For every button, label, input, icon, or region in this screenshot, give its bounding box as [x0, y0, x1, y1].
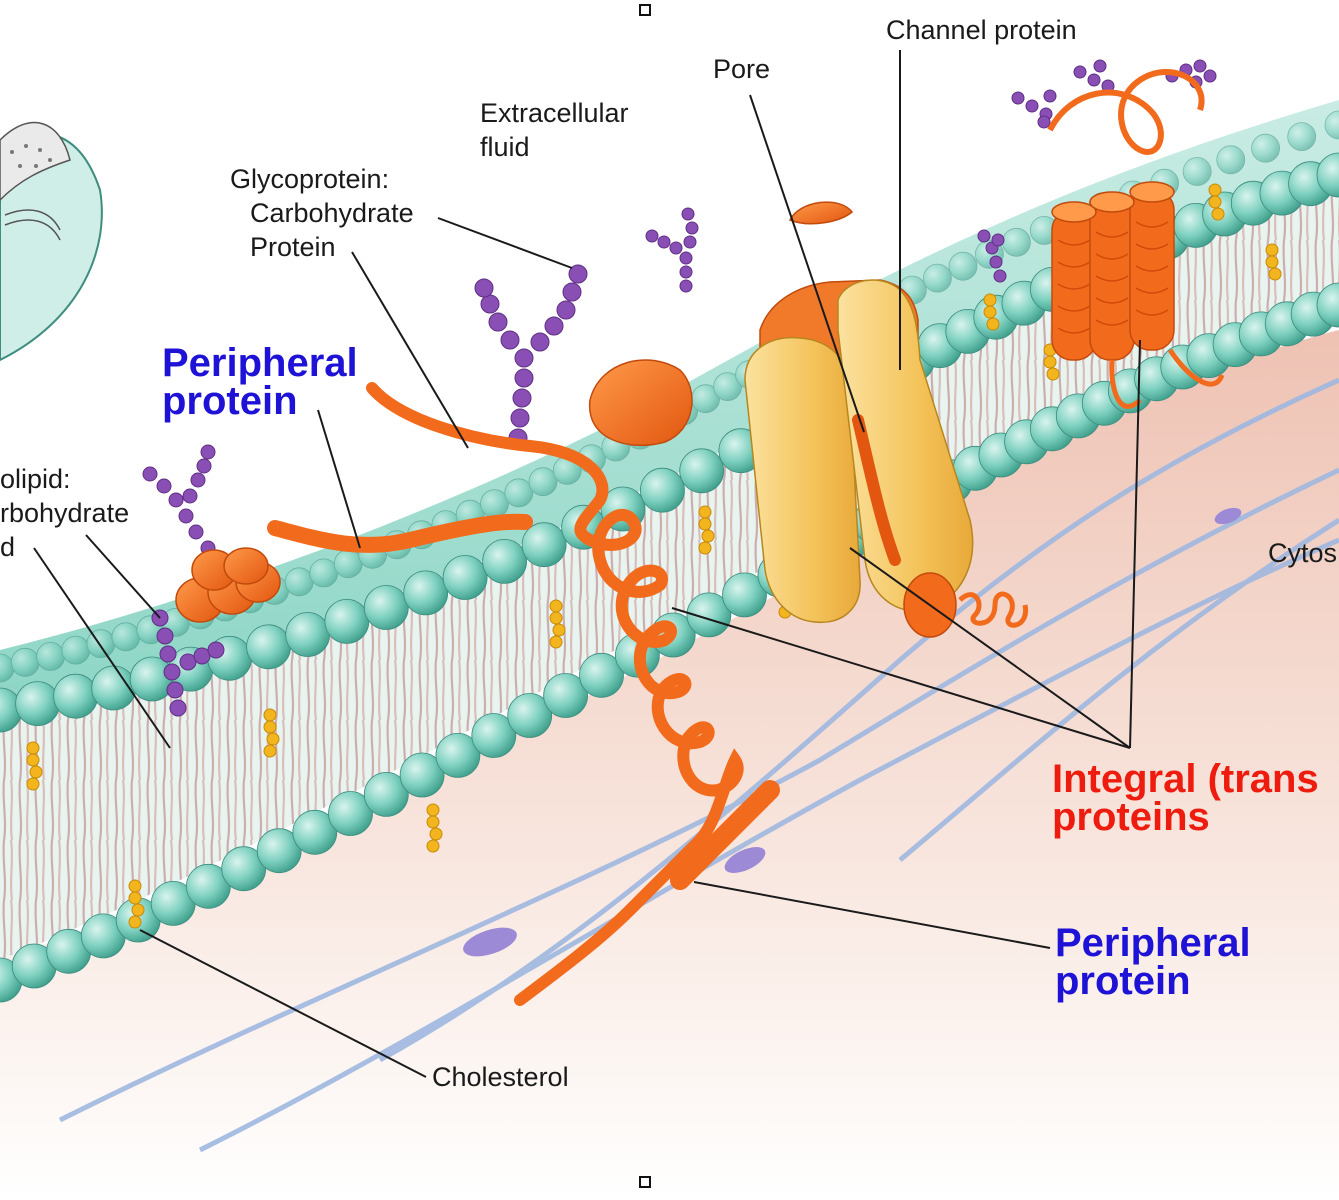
- phospholipid-head: [471, 713, 517, 758]
- phospholipid-head: [111, 622, 141, 652]
- top-resize-handle[interactable]: [639, 4, 651, 16]
- peripheral-protein-top-label: Peripheral protein: [162, 341, 358, 423]
- phospholipid-head: [53, 673, 98, 719]
- phospholipid-head: [328, 791, 373, 836]
- helical-integral-protein: [366, 382, 744, 1006]
- cytosol-label: Cytos: [1268, 538, 1338, 568]
- peripheral-top-line-2: protein: [162, 379, 298, 423]
- glycoprotein-label: Glycoprotein: Carbohydrate Protein: [230, 162, 414, 264]
- peripheral-protein-strand: [267, 513, 533, 553]
- phospholipid-head: [504, 478, 534, 508]
- integral-line-2: proteins: [1052, 795, 1210, 839]
- glycolipid-line-1: olipid:: [0, 464, 71, 494]
- integral-line-1: Integral (trans: [1052, 757, 1319, 801]
- cytoskeleton-link-proteins: [463, 507, 1242, 957]
- phospholipid-head: [284, 567, 314, 597]
- phospholipid-head: [86, 629, 116, 658]
- extracellular-line-1: Extracellular: [480, 98, 629, 128]
- glycolipid-line-2: rbohydrate: [0, 498, 130, 528]
- bottom-resize-handle[interactable]: [639, 1176, 651, 1188]
- channel-protein: [744, 279, 1028, 638]
- phospholipid-head: [1002, 227, 1031, 257]
- extracellular-fluid-label: Extracellular fluid: [480, 96, 629, 164]
- cytoskeleton-filaments: [58, 377, 1339, 1153]
- phospholipid-head: [507, 693, 553, 738]
- glycoprotein-line-1: Glycoprotein:: [230, 164, 390, 194]
- phospholipid-head: [61, 635, 91, 665]
- channel-protein-label: Channel protein: [886, 15, 1077, 45]
- phospholipid-head: [15, 681, 60, 726]
- phospholipid-head: [579, 652, 624, 698]
- phospholipid-head: [403, 570, 449, 616]
- glycoprotein-line-2: Carbohydrate: [250, 198, 414, 228]
- cholesterol-label: Cholesterol: [432, 1062, 569, 1092]
- phospholipid-head: [521, 522, 567, 568]
- phospholipid-head: [1216, 145, 1246, 175]
- phospholipid-head: [36, 642, 65, 671]
- peripheral-bottom-line-2: protein: [1055, 959, 1191, 1003]
- phospholipid-head: [435, 733, 481, 778]
- phospholipid-head: [363, 772, 409, 817]
- peripheral-bottom-line-1: Peripheral: [1055, 921, 1251, 965]
- phospholipid-head: [640, 467, 685, 513]
- multi-helix-integral-protein: [1047, 68, 1225, 409]
- phospholipid-head: [713, 372, 742, 402]
- phospholipid-head: [1287, 122, 1317, 152]
- glycoprotein-line-3: Protein: [250, 232, 336, 262]
- phospholipid-head: [1251, 133, 1280, 163]
- phospholipid-head: [480, 489, 509, 519]
- peripheral-protein-bottom-label: Peripheral protein: [1055, 921, 1251, 1003]
- phospholipid-head: [1316, 152, 1339, 198]
- phospholipid-head: [686, 592, 732, 638]
- surface-proteins: [175, 201, 854, 623]
- phospholipid-head: [442, 555, 488, 600]
- phospholipid-head: [399, 752, 445, 798]
- phospholipid-head: [285, 612, 331, 657]
- phospholipid-head: [10, 647, 40, 677]
- extracellular-line-2: fluid: [480, 132, 530, 162]
- phospholipid-head: [1316, 282, 1339, 328]
- leader-lines: [33, 50, 1141, 1078]
- phospholipid-head: [528, 467, 558, 497]
- phospholipid-head: [948, 251, 978, 281]
- phospholipid-head: [221, 846, 267, 892]
- pore-label: Pore: [713, 54, 771, 84]
- phospholipid-head: [722, 572, 767, 618]
- glycolipid-label: olipid: rbohydrate d: [0, 462, 129, 564]
- phospholipid-head: [333, 549, 363, 579]
- phospholipid-head: [543, 673, 588, 718]
- phospholipid-head: [1182, 157, 1212, 186]
- integral-proteins-label: Integral (trans proteins: [1052, 757, 1319, 839]
- phospholipid-head: [256, 828, 302, 874]
- phospholipid-head: [363, 585, 409, 630]
- phospholipid-head: [309, 558, 339, 588]
- phospholipid-head: [482, 539, 528, 584]
- cytosol-region: [0, 330, 1339, 1200]
- glycolipid-line-3: d: [0, 532, 16, 562]
- phospholipid-head: [923, 263, 952, 293]
- peripheral-top-line-1: Peripheral: [162, 341, 358, 385]
- phospholipid-head: [292, 809, 338, 855]
- phospholipid-head: [246, 624, 292, 670]
- phospholipid-head: [324, 599, 370, 644]
- phospholipid-head: [679, 448, 725, 494]
- phospholipid-head: [1324, 110, 1339, 140]
- cell-thumbnail: [0, 121, 103, 362]
